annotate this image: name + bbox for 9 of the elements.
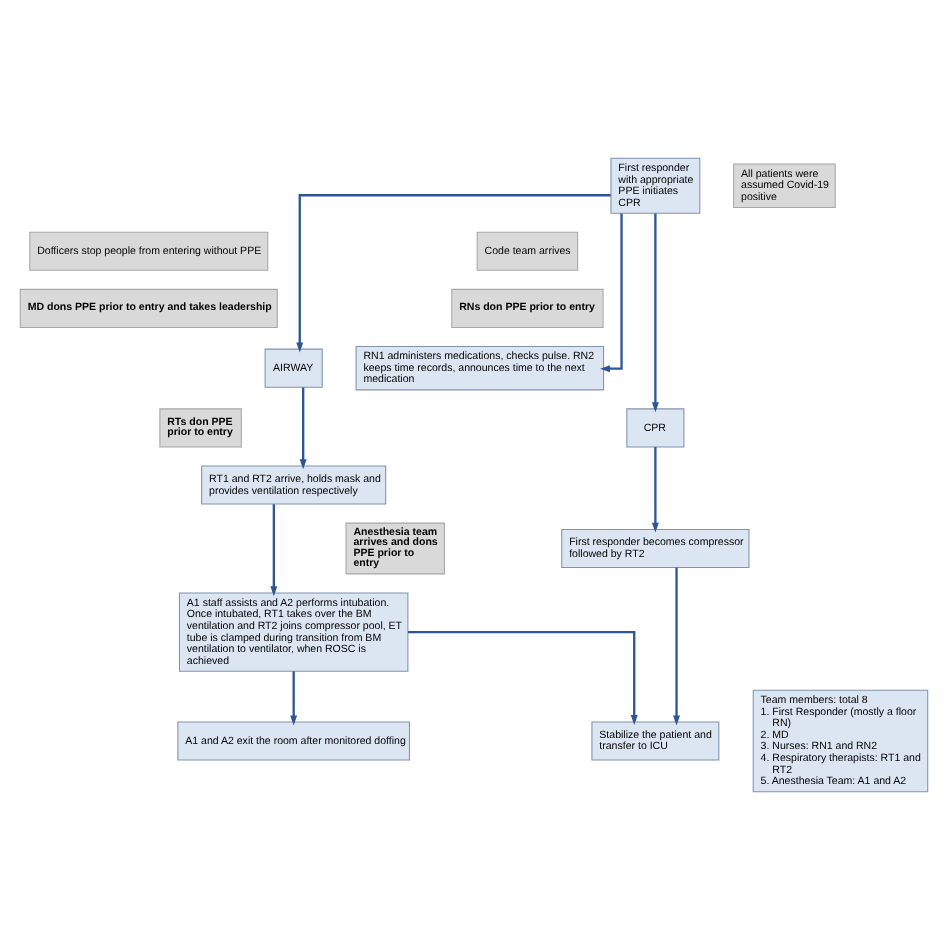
arrow xyxy=(290,670,298,725)
arrow xyxy=(270,503,278,596)
arrow xyxy=(651,446,659,532)
arrow xyxy=(299,386,307,469)
arrow xyxy=(673,566,681,725)
arrow xyxy=(408,629,638,725)
arrow xyxy=(296,193,611,352)
arrow xyxy=(600,212,623,372)
arrow xyxy=(651,212,659,412)
